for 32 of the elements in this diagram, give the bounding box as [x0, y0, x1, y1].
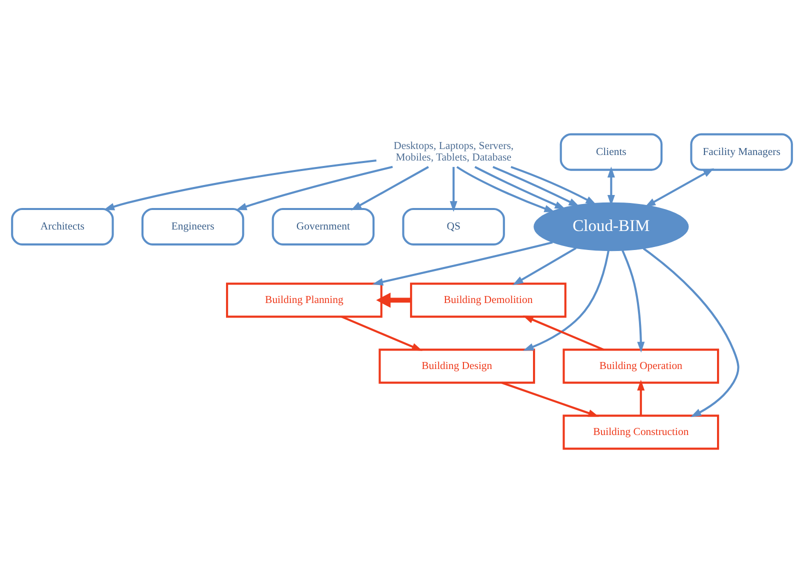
arrow: [644, 168, 714, 207]
node-box: Government: [272, 207, 375, 245]
arrow: [622, 250, 645, 352]
arrow: [456, 166, 556, 212]
arrow: [341, 315, 423, 350]
arrow: [474, 166, 566, 209]
node-box: Engineers: [141, 207, 244, 245]
arrow: [104, 159, 376, 210]
arrow: [607, 166, 615, 206]
arrow: [372, 240, 553, 286]
node-box: QS: [402, 207, 505, 245]
node-box: Clients: [560, 132, 663, 170]
node-box: Facility Managers: [690, 132, 793, 170]
arrow: [450, 166, 458, 212]
arrow: [236, 165, 393, 210]
arrow: [522, 315, 604, 350]
arrow: [522, 250, 610, 350]
arrow: [637, 379, 645, 416]
node-text: Desktops, Laptops, Servers, Mobiles, Tablets, Database: [394, 140, 514, 164]
node-box: Building Demolition: [410, 282, 566, 318]
node-box: Building Construction: [562, 414, 720, 450]
arrow: [502, 381, 599, 416]
arrow: [350, 166, 429, 210]
node-box: Building Planning: [226, 282, 382, 318]
arrow: [642, 247, 740, 417]
node-box: Building Operation: [562, 348, 720, 384]
arrow: [510, 165, 596, 204]
arrow: [376, 292, 411, 308]
node-box: Architects: [11, 207, 114, 245]
arrow: [512, 246, 576, 285]
node-box: Building Design: [378, 348, 536, 384]
arrow: [492, 166, 580, 206]
